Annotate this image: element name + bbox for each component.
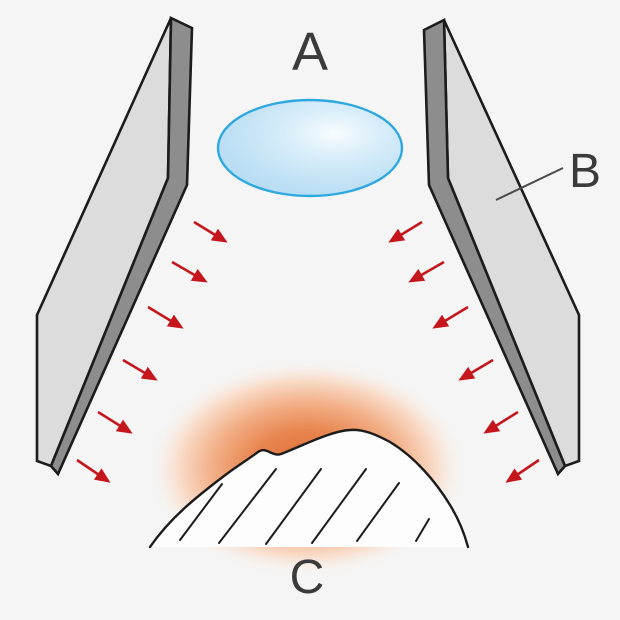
hatch-line: [179, 483, 223, 541]
heat-arrow-right: [483, 410, 519, 434]
hatch-line: [415, 518, 430, 542]
heat-arrow-left: [171, 260, 208, 283]
label-c: C: [289, 551, 325, 604]
heat-arrow-left: [147, 305, 184, 329]
right-panel-edge: [422, 17, 567, 477]
left-panel: [35, 15, 194, 477]
label-b-pointer-line: [495, 167, 564, 201]
hatch-line: [356, 482, 400, 542]
heat-arrow-right: [505, 458, 540, 483]
ground-mound-outline: [148, 428, 470, 549]
ground-hatching: [179, 468, 430, 545]
heat-arrow-right: [458, 358, 494, 381]
object-a-ellipse: [216, 98, 404, 198]
hatch-line: [311, 468, 367, 544]
right-panel: [422, 17, 581, 477]
ground-mound-fill: [150, 429, 468, 547]
heat-arrow-left: [122, 358, 158, 381]
left-panel-edge: [49, 15, 194, 477]
label-a: A: [291, 22, 329, 82]
heat-arrow-right: [432, 305, 469, 329]
heat-arrow-left: [193, 220, 228, 243]
label-b: B: [568, 145, 602, 198]
hatch-line: [265, 468, 322, 545]
heat-arrow-right: [408, 260, 445, 283]
heat-arrow-left: [76, 458, 111, 483]
hatch-line: [218, 468, 277, 544]
heat-arrows: [76, 220, 540, 483]
heat-arrow-left: [97, 410, 133, 434]
heat-arrow-right: [388, 220, 423, 243]
